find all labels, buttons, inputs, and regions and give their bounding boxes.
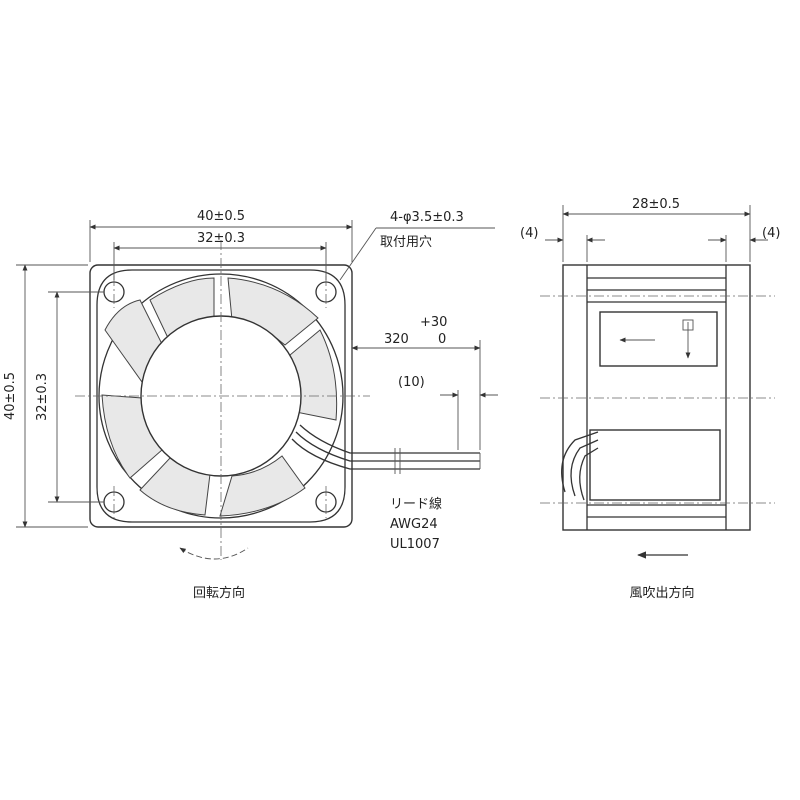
side-depth-dim: 28±0.5	[632, 197, 680, 212]
hole-spec: 4-φ3.5±0.3	[390, 210, 464, 225]
lead-length-tol-plus: +30	[420, 315, 447, 330]
front-width-dim: 40±0.5	[197, 209, 245, 224]
lead-label-2: AWG24	[390, 517, 438, 532]
front-height-dim: 40±0.5	[3, 372, 18, 420]
rotation-caption: 回転方向	[193, 585, 245, 601]
airflow-caption: 風吹出方向	[629, 585, 694, 601]
rotation-direction-arrow	[179, 547, 249, 560]
side-view: 28±0.5 (4) (4) 風吹出方向	[520, 197, 780, 601]
lead-label-1: リード線	[390, 496, 442, 512]
lead-label-3: UL1007	[390, 537, 440, 552]
side-offset-right: (4)	[762, 226, 780, 241]
lead-wires	[291, 424, 481, 474]
fan-blades	[101, 277, 338, 517]
strip-length: (10)	[398, 375, 425, 390]
lead-length-tol-minus: 0	[438, 332, 446, 347]
side-label-plate	[599, 311, 718, 367]
front-view: 40±0.5 32±0.3 40±0.5 32±0.3 4-φ3.5±0.3 取…	[3, 209, 498, 601]
side-offset-left: (4)	[520, 226, 538, 241]
front-pitch-dim-h: 32±0.3	[197, 231, 245, 246]
lead-length: 320	[384, 332, 409, 347]
front-pitch-dim-v: 32±0.3	[35, 373, 50, 421]
side-connector-housing	[589, 429, 721, 501]
hole-label: 取付用穴	[380, 235, 432, 250]
